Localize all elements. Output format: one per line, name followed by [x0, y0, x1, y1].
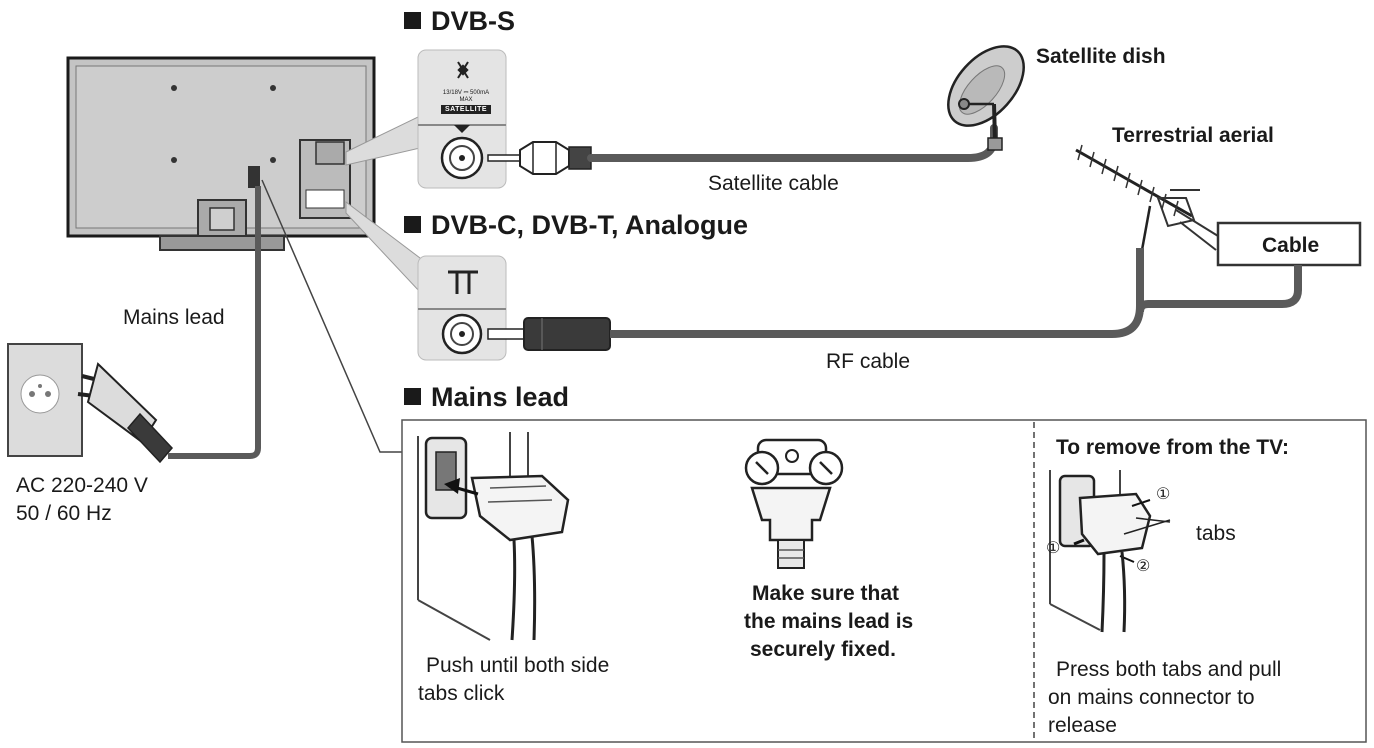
- ac-voltage-label: AC 220-240 V: [16, 474, 148, 497]
- bullet-square-icon: [404, 12, 421, 29]
- tabs-label: tabs: [1196, 522, 1236, 545]
- push-connector-illustration: [417, 432, 570, 641]
- step-marker-1-top: ①: [1156, 486, 1171, 503]
- header-dvb-c: DVB-C, DVB-T, Analogue: [404, 210, 748, 241]
- satellite-icon: [457, 61, 469, 79]
- press-instruction-line3: release: [1048, 714, 1117, 737]
- remove-title: To remove from the TV:: [1056, 436, 1289, 459]
- cable-branch: [1136, 265, 1302, 313]
- mains-lead-cable: [168, 186, 261, 459]
- satellite-cable: [587, 124, 998, 162]
- secure-instruction-line2: the mains lead is: [744, 610, 914, 633]
- terrestrial-aerial-label: Terrestrial aerial: [1112, 124, 1274, 147]
- bullet-square-icon: [404, 216, 421, 233]
- satellite-dish: [947, 45, 1025, 151]
- satellite-panel-label: 13/18V ⎓ 500mA MAX SATELLITE: [436, 90, 496, 114]
- secure-instruction-line3: securely fixed.: [750, 638, 896, 661]
- header-mains: Mains lead: [404, 382, 569, 413]
- press-instruction-line1: Press both tabs and pull: [1056, 658, 1282, 681]
- remove-connector-illustration: [1049, 470, 1171, 633]
- cable-box: [1216, 221, 1362, 267]
- mains-lead-detail-box: [401, 419, 1367, 743]
- header-dvb-s: DVB-S: [404, 6, 515, 37]
- rf-input-panel: [417, 255, 507, 361]
- terrestrial-aerial: [1075, 144, 1219, 251]
- satellite-badge: SATELLITE: [441, 105, 491, 114]
- aerial-icon: [448, 270, 478, 294]
- callout-line: [261, 179, 404, 453]
- rf-cable-label: RF cable: [826, 350, 911, 373]
- rf-cable: [610, 248, 1144, 338]
- step-marker-1-left: ①: [1046, 540, 1061, 557]
- push-instruction-line2: tabs click: [418, 682, 505, 705]
- bullet-square-icon: [404, 388, 421, 405]
- satellite-connector: [487, 141, 592, 175]
- mains-lead-label: Mains lead: [123, 306, 225, 329]
- ac-frequency-label: 50 / 60 Hz: [16, 502, 112, 525]
- satellite-cable-label: Satellite cable: [708, 172, 839, 195]
- satellite-dish-label: Satellite dish: [1036, 45, 1166, 68]
- push-instruction-line1: Push until both side: [426, 654, 610, 677]
- secure-instruction-line1: Make sure that: [752, 582, 900, 605]
- mains-plug: [77, 362, 174, 464]
- step-marker-2: ②: [1136, 558, 1151, 575]
- tv-back: [66, 56, 376, 251]
- wall-socket: [7, 343, 83, 457]
- press-instruction-line2: on mains connector to: [1048, 686, 1255, 709]
- cable-label: Cable: [1262, 234, 1320, 257]
- secure-connector-illustration: [744, 438, 844, 569]
- satellite-input-panel: [417, 49, 507, 189]
- satellite-voltage-text: 13/18V ⎓ 500mA MAX: [442, 90, 490, 103]
